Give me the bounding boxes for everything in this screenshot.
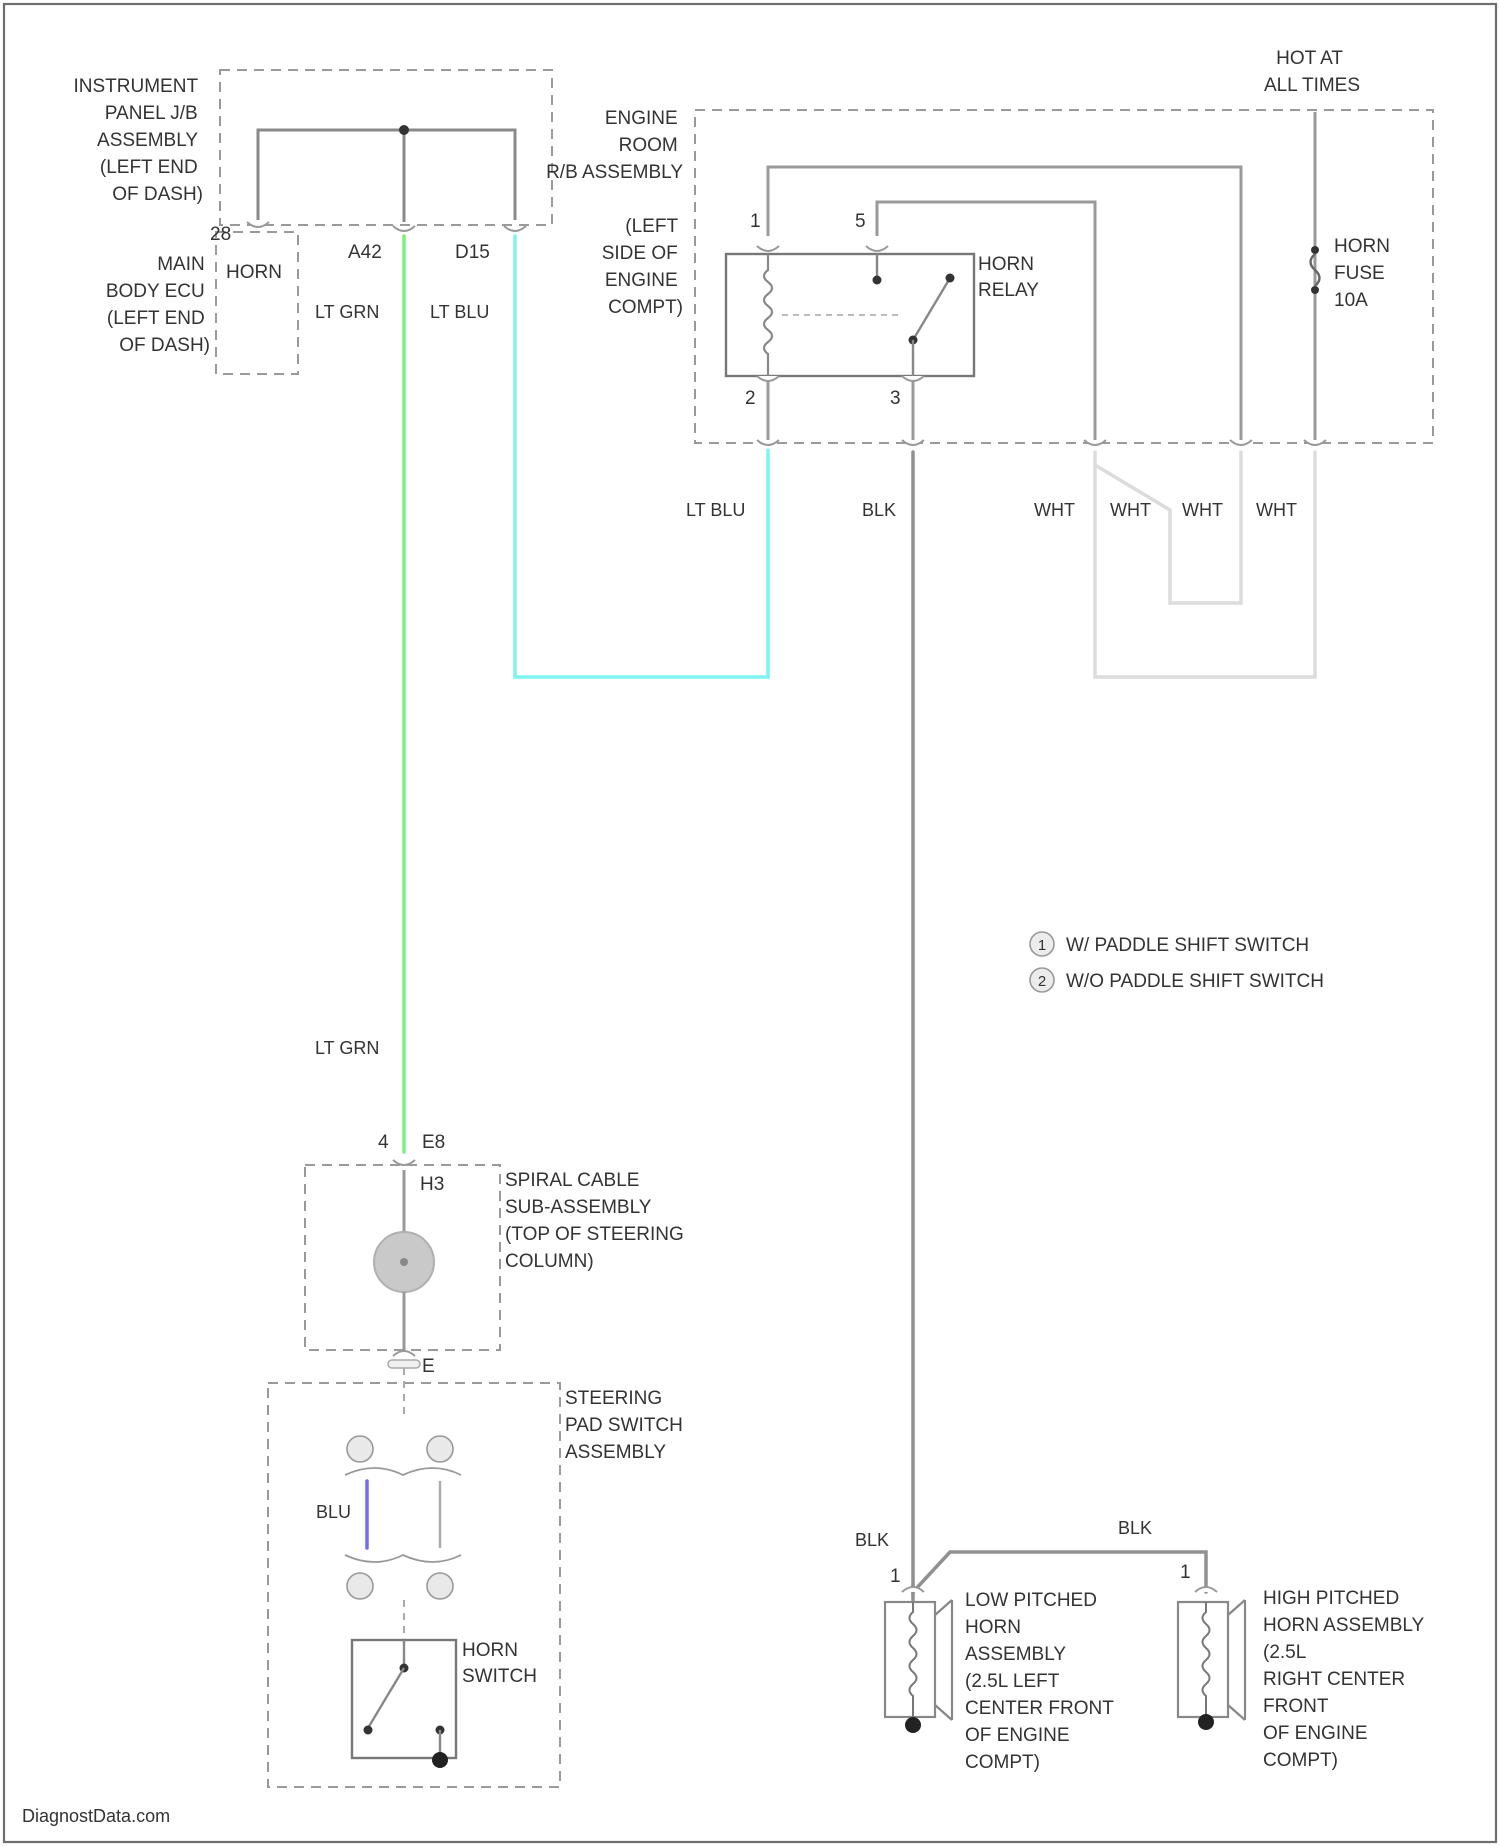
high-horn-ground (1198, 1714, 1214, 1730)
wire-label-blu: BLU (316, 1502, 351, 1522)
wire-label-blk-left: BLK (855, 1530, 889, 1550)
horn-relay-coil (764, 254, 772, 376)
engine-room-location-label: (LEFT SIDE OF ENGINE COMPT) (602, 216, 683, 318)
high-pitched-horn (1178, 1587, 1245, 1730)
spiral-cable (374, 1160, 434, 1420)
ecu-horn-tag: HORN (226, 262, 282, 283)
hot-at-all-times-text: HOT AT ALL TIMES (1264, 48, 1360, 96)
spiral-pin-e: E (422, 1356, 435, 1377)
steering-pad-switch (345, 1436, 461, 1768)
spiral-cable-label: SPIRAL CABLE SUB-ASSEMBLY (TOP OF STEERI… (505, 1170, 689, 1272)
horn-fuse-label: HORN FUSE 10A (1334, 236, 1395, 311)
wire-label-lt-grn-bottom: LT GRN (315, 1038, 379, 1058)
wire-label-lt-blu-relay: LT BLU (686, 500, 745, 520)
pin-a42: A42 (348, 242, 382, 263)
engine-room-feed-wires (768, 112, 1315, 440)
svg-text:2: 2 (1038, 973, 1046, 990)
svg-text:W/ PADDLE SHIFT SWITCH: W/ PADDLE SHIFT SWITCH (1066, 935, 1309, 956)
low-pitched-horn (885, 1587, 952, 1733)
legend-item-1: 1 W/ PADDLE SHIFT SWITCH (1030, 932, 1309, 956)
legend-item-2: 2 W/O PADDLE SHIFT SWITCH (1030, 968, 1324, 992)
relay-pin-1: 1 (750, 211, 761, 232)
relay-pin-3: 3 (890, 388, 901, 409)
wire-label-wht-3: WHT (1182, 500, 1223, 520)
wire-wht-loops (1095, 452, 1315, 677)
relay-pin-2: 2 (745, 388, 756, 409)
low-horn-pin-1: 1 (890, 1566, 901, 1587)
high-horn-pin-1: 1 (1180, 1562, 1191, 1583)
steering-pad-outline (268, 1383, 560, 1787)
horn-relay-switch-arm (913, 278, 950, 340)
legend: 1 W/ PADDLE SHIFT SWITCH 2 W/O PADDLE SH… (1030, 932, 1324, 992)
steering-pad-label: STEERING PAD SWITCH ASSEMBLY (565, 1388, 688, 1463)
horn-switch-ground (432, 1752, 448, 1768)
horn-switch-arm (368, 1668, 404, 1728)
main-body-ecu-outline (216, 232, 298, 374)
engine-room-rb-label: ENGINE ROOM R/B ASSEMBLY (546, 108, 683, 183)
horn-relay-label: HORN RELAY (978, 254, 1039, 301)
high-pitched-horn-label: HIGH PITCHED HORN ASSEMBLY (2.5L RIGHT C… (1263, 1588, 1429, 1771)
spiral-pin-4: 4 (378, 1132, 389, 1153)
relay-pin-5: 5 (855, 211, 866, 232)
wire-label-wht-1: WHT (1034, 500, 1075, 520)
svg-text:1: 1 (1038, 937, 1046, 954)
wire-label-wht-2: WHT (1110, 500, 1151, 520)
wire-label-blk-right: BLK (1118, 1518, 1152, 1538)
low-pitched-horn-label: LOW PITCHED HORN ASSEMBLY (2.5L LEFT CEN… (965, 1590, 1119, 1773)
pin-d15: D15 (455, 242, 490, 263)
instrument-panel-jb-outline (220, 70, 552, 225)
main-body-ecu-label: MAIN BODY ECU (LEFT END OF DASH) (106, 254, 210, 356)
engine-room-rb-outline (695, 110, 1433, 443)
wire-label-lt-blu-top: LT BLU (430, 302, 489, 322)
spiral-pin-h3: H3 (420, 1174, 444, 1195)
horn-relay (726, 254, 974, 376)
ecu-pin-28: 28 (210, 224, 231, 245)
spiral-pin-e8: E8 (422, 1132, 445, 1153)
connector-stubs-top (247, 222, 526, 231)
wire-label-blk-relay: BLK (862, 500, 896, 520)
horn-fuse (1311, 246, 1320, 294)
instrument-panel-bus (258, 125, 515, 222)
wire-label-wht-4: WHT (1256, 500, 1297, 520)
wire-blk (913, 452, 1206, 1592)
low-horn-ground (905, 1717, 921, 1733)
instrument-panel-label: INSTRUMENT PANEL J/B ASSEMBLY (LEFT END … (74, 76, 204, 205)
wire-label-lt-grn-top: LT GRN (315, 302, 379, 322)
svg-text:W/O PADDLE SHIFT SWITCH: W/O PADDLE SHIFT SWITCH (1066, 971, 1324, 992)
watermark: DiagnostData.com (22, 1806, 170, 1826)
horn-switch-label: HORN SWITCH (462, 1640, 537, 1687)
